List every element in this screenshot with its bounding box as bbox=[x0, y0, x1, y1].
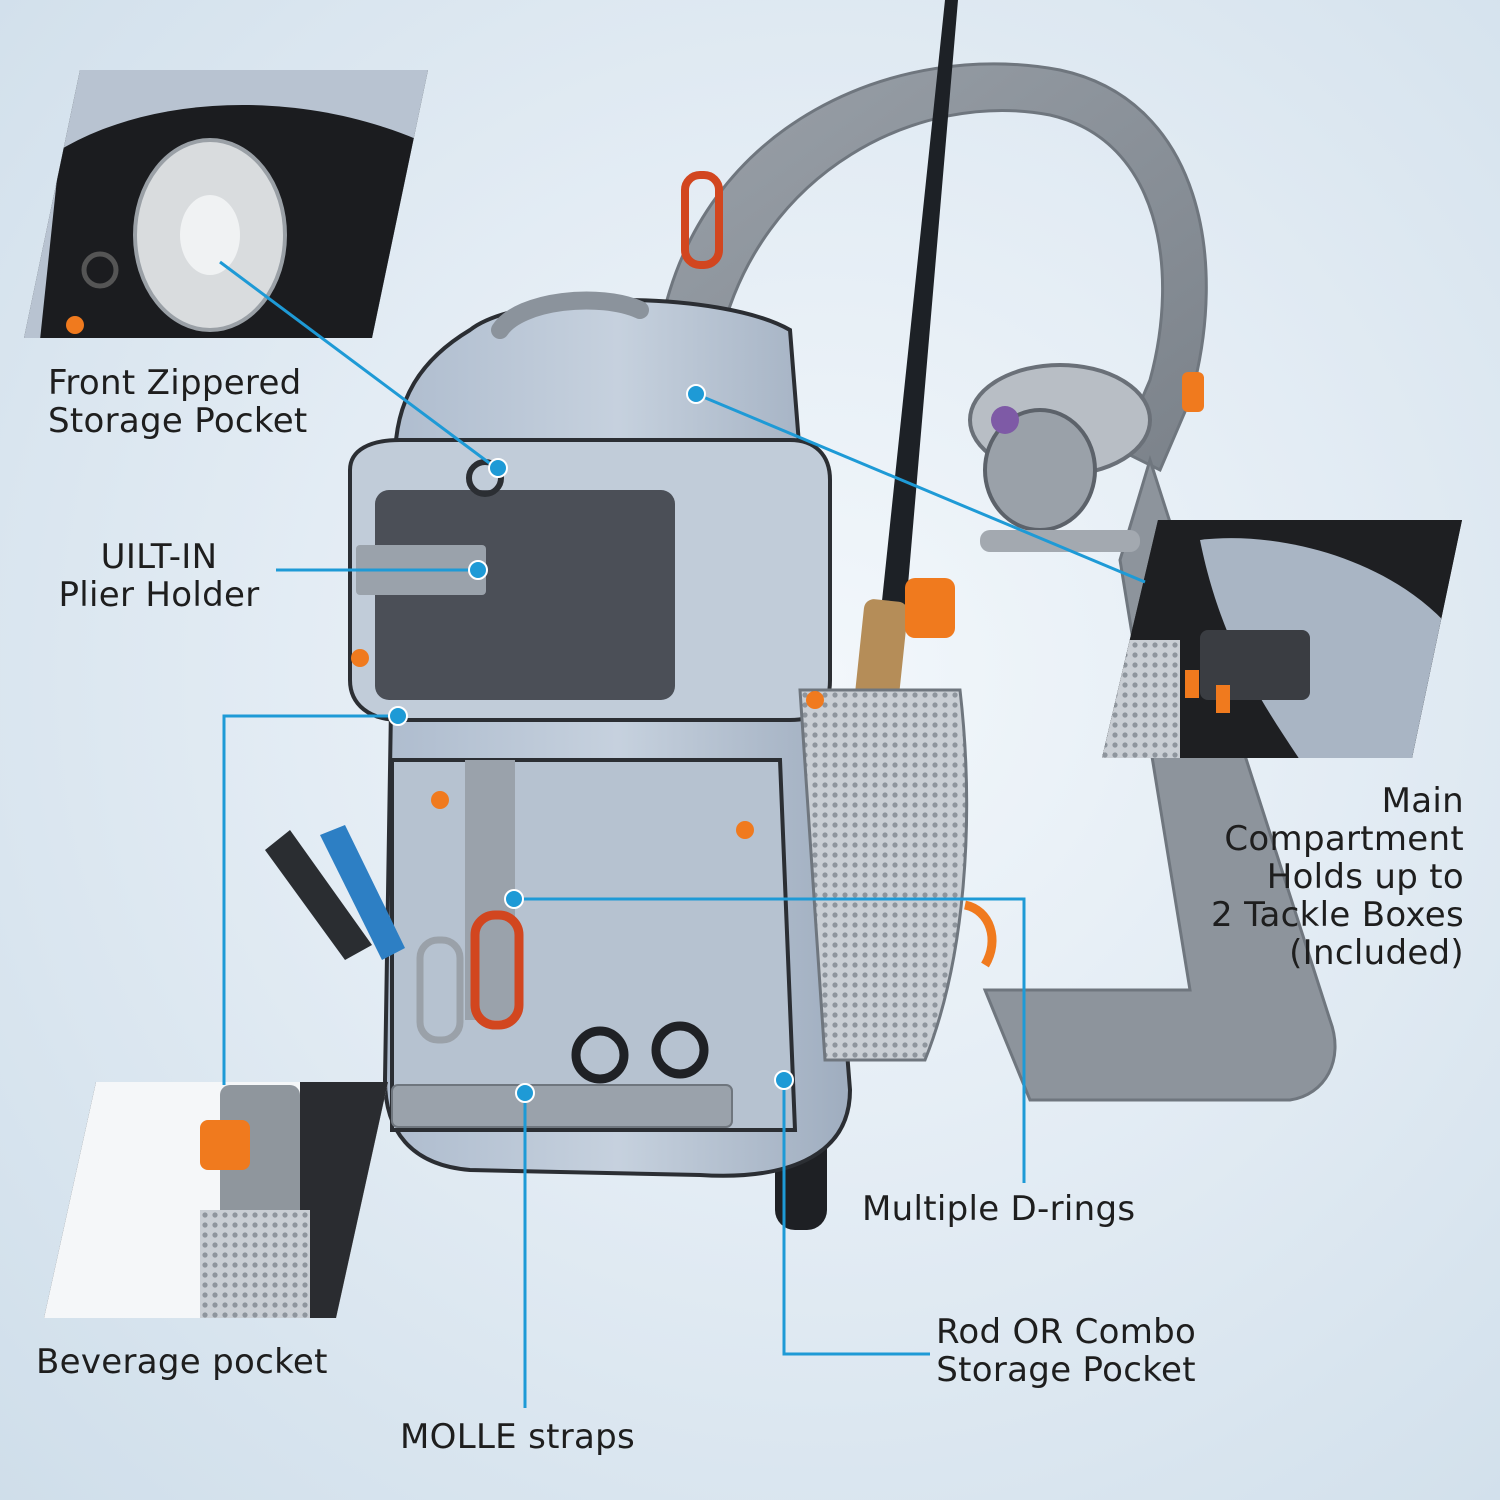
leader-main bbox=[695, 392, 1146, 584]
label-rod-combo-pocket: Rod OR Combo Storage Pocket bbox=[936, 1313, 1196, 1389]
label-main-compartment: Main Compartment Holds up to 2 Tackle Bo… bbox=[1211, 782, 1464, 972]
leader-lines bbox=[219, 260, 1146, 1408]
label-line: Plier Holder bbox=[58, 575, 260, 615]
label-line: Storage Pocket bbox=[936, 1350, 1196, 1390]
sling-bag bbox=[265, 171, 997, 1178]
dot-plier-holder bbox=[468, 560, 488, 580]
shoulder-strap bbox=[658, 62, 1337, 1102]
label-front-zippered-pocket: Front Zippered Storage Pocket bbox=[48, 364, 308, 440]
label-beverage-pocket: Beverage pocket bbox=[36, 1343, 328, 1381]
label-line: Main bbox=[1381, 781, 1464, 821]
label-line: Compartment bbox=[1224, 819, 1464, 859]
label-line: 2 Tackle Boxes bbox=[1211, 895, 1464, 935]
callout-dots bbox=[388, 384, 794, 1103]
label-line: Beverage pocket bbox=[36, 1342, 328, 1382]
label-line: Rod OR Combo bbox=[936, 1312, 1197, 1352]
inset-beverage-pocket bbox=[44, 1082, 388, 1318]
label-line: Holds up to bbox=[1266, 857, 1464, 897]
dot-front-pocket bbox=[488, 458, 508, 478]
leader-beverage bbox=[222, 714, 398, 1085]
leader-drings bbox=[514, 897, 1026, 1183]
label-line: Storage Pocket bbox=[48, 401, 308, 441]
dot-main bbox=[686, 384, 706, 404]
label-line: Front Zippered bbox=[48, 363, 302, 403]
leader-rod bbox=[782, 1080, 930, 1356]
label-line: (Included) bbox=[1289, 933, 1464, 973]
label-line: UILT-IN bbox=[100, 537, 218, 577]
label-plier-holder: UILT-IN Plier Holder bbox=[48, 538, 270, 614]
dot-rod bbox=[774, 1070, 794, 1090]
label-line: Multiple D-rings bbox=[862, 1189, 1136, 1229]
spinning-reel bbox=[968, 363, 1152, 552]
label-multiple-d-rings: Multiple D-rings bbox=[862, 1190, 1135, 1228]
label-molle-straps: MOLLE straps bbox=[400, 1418, 635, 1456]
leader-front-pocket bbox=[219, 260, 497, 470]
dot-beverage bbox=[388, 706, 408, 726]
label-line: MOLLE straps bbox=[400, 1417, 636, 1457]
dot-drings bbox=[504, 889, 524, 909]
inset-front-pocket bbox=[24, 70, 428, 338]
dot-molle bbox=[515, 1083, 535, 1103]
inset-main-compartment bbox=[1102, 520, 1462, 758]
